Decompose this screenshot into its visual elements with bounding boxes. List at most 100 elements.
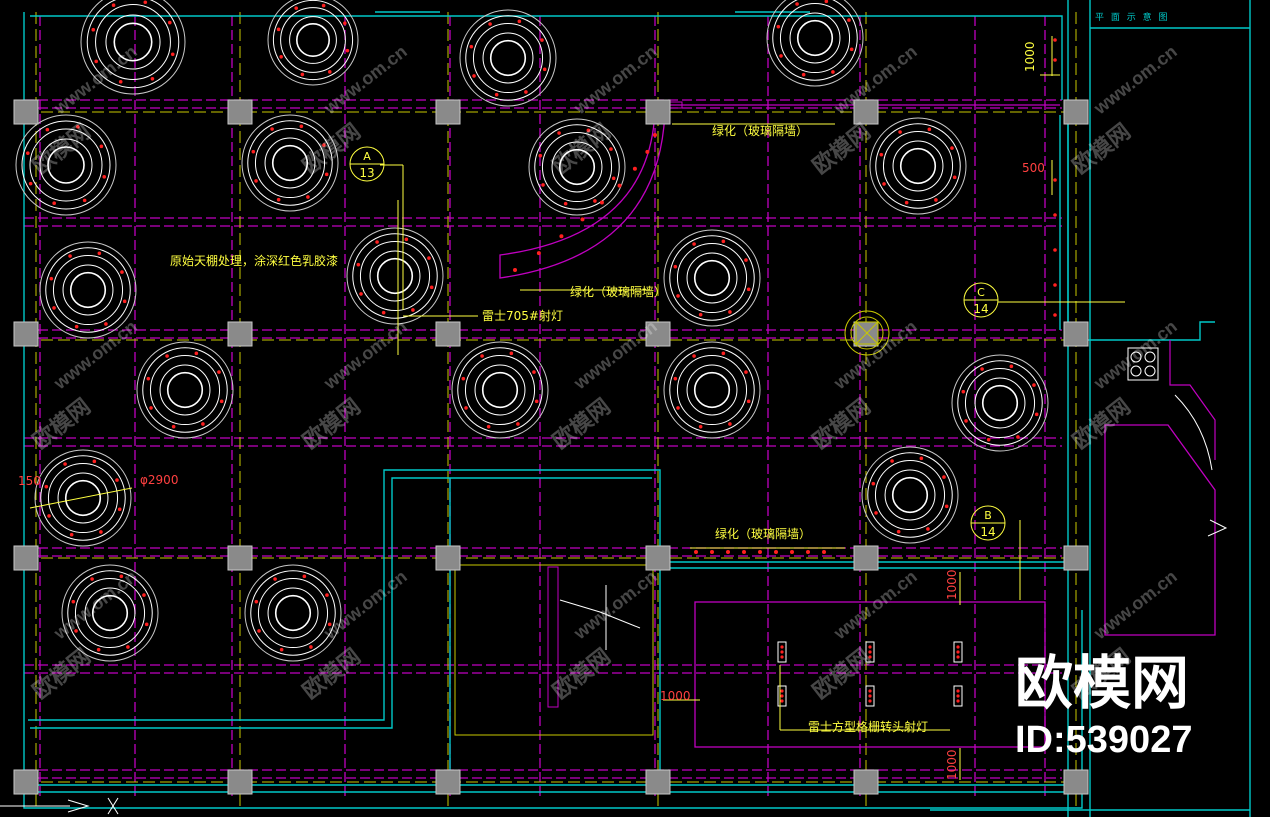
light-dot bbox=[494, 92, 499, 97]
light-dot bbox=[882, 182, 886, 186]
light-dot bbox=[776, 24, 781, 29]
ring-circle bbox=[257, 577, 329, 649]
ring-circle bbox=[352, 233, 438, 319]
callout-letter: A bbox=[363, 150, 371, 163]
column bbox=[227, 321, 253, 347]
ring-circle bbox=[534, 124, 620, 210]
light-dot bbox=[934, 198, 938, 202]
light-dot bbox=[1053, 248, 1057, 252]
watermark-url: www.om.cn bbox=[1089, 316, 1180, 394]
light-dot bbox=[542, 67, 547, 72]
ring-circle bbox=[874, 459, 946, 531]
ring-circle bbox=[61, 564, 159, 662]
light-dot bbox=[927, 127, 932, 132]
light-dot bbox=[956, 694, 960, 698]
light-dot bbox=[142, 593, 146, 597]
watermark-url: www.om.cn bbox=[49, 41, 140, 119]
light-dot bbox=[427, 256, 431, 260]
ceiling-ring bbox=[244, 564, 342, 662]
ring-circle bbox=[267, 587, 319, 639]
light-dot bbox=[698, 312, 703, 317]
ring-circle bbox=[45, 247, 131, 333]
light-dot bbox=[956, 645, 960, 649]
light-dot bbox=[586, 128, 591, 133]
light-dot bbox=[279, 54, 283, 59]
light-dot bbox=[874, 511, 878, 515]
light-dot bbox=[126, 645, 130, 649]
ring-circle bbox=[884, 469, 936, 521]
ring-circle bbox=[796, 19, 834, 57]
light-dot bbox=[472, 74, 476, 78]
light-dot bbox=[359, 292, 363, 296]
ceiling-ring bbox=[34, 449, 132, 547]
light-dot bbox=[758, 550, 762, 554]
light-dot bbox=[1053, 313, 1057, 317]
ring-circle bbox=[274, 594, 312, 632]
ceiling-ring bbox=[80, 0, 186, 95]
light-dot bbox=[950, 146, 954, 150]
light-dot bbox=[676, 294, 680, 298]
watermark-brand: 欧模网 bbox=[808, 644, 875, 704]
ring-circle bbox=[551, 141, 603, 193]
light-dot bbox=[279, 647, 284, 652]
light-dot bbox=[780, 650, 784, 654]
watermark-url: www.om.cn bbox=[569, 566, 660, 644]
light-dot bbox=[47, 514, 51, 518]
ring-circle bbox=[91, 594, 129, 632]
light-dot bbox=[780, 689, 784, 693]
light-dot bbox=[593, 199, 597, 203]
light-dot bbox=[726, 550, 730, 554]
light-dot bbox=[919, 456, 924, 461]
light-dot bbox=[710, 550, 714, 554]
light-dot bbox=[118, 79, 123, 84]
light-dot bbox=[49, 276, 54, 281]
ring-circle bbox=[289, 16, 337, 64]
light-dot bbox=[294, 6, 299, 10]
light-dot bbox=[1053, 58, 1057, 62]
ring-circle bbox=[39, 241, 137, 339]
light-dot bbox=[673, 376, 678, 381]
dim-150: 150 bbox=[18, 474, 41, 488]
ceiling-ring bbox=[861, 446, 959, 544]
light-dot bbox=[744, 370, 748, 374]
light-dot bbox=[780, 655, 784, 659]
ring-circle bbox=[84, 587, 136, 639]
light-dot bbox=[904, 200, 909, 205]
ring-circle bbox=[47, 462, 119, 534]
ceiling-ring bbox=[459, 9, 557, 107]
watermark-brand: 欧模网 bbox=[548, 119, 615, 179]
title-block-heading: 平 面 示 意 图 bbox=[1095, 11, 1169, 23]
ceiling-ring bbox=[15, 114, 117, 216]
ring-circle bbox=[250, 570, 336, 656]
spotlight-label: 雷士705#射灯 bbox=[482, 308, 563, 323]
green-partition-label: 绿化（玻璃隔墙） bbox=[712, 123, 808, 138]
light-dot bbox=[942, 475, 946, 479]
ring-circle bbox=[254, 127, 326, 199]
light-dot bbox=[52, 201, 56, 206]
ring-circle bbox=[21, 120, 111, 210]
grille-spotlight-set bbox=[777, 641, 963, 707]
light-dot bbox=[375, 240, 379, 244]
light-dot bbox=[609, 147, 613, 151]
light-dot bbox=[74, 324, 79, 329]
ring-circle bbox=[489, 39, 527, 77]
light-dot bbox=[71, 599, 76, 604]
light-dot bbox=[76, 124, 80, 129]
column-set bbox=[13, 99, 1089, 795]
light-dot bbox=[96, 647, 101, 652]
light-dot bbox=[171, 424, 176, 429]
ring-circle bbox=[69, 271, 107, 309]
ring-circle bbox=[86, 0, 180, 89]
ring-circle bbox=[693, 371, 731, 409]
light-dot bbox=[327, 70, 332, 74]
ring-circle bbox=[457, 347, 543, 433]
light-dot bbox=[97, 251, 102, 256]
light-dot bbox=[698, 424, 703, 429]
column bbox=[1063, 769, 1089, 795]
light-dot bbox=[270, 127, 274, 131]
light-dot bbox=[559, 234, 564, 239]
light-dot bbox=[868, 645, 872, 649]
light-dot bbox=[143, 0, 148, 5]
light-dot bbox=[302, 574, 307, 579]
ring-circle bbox=[541, 131, 613, 203]
